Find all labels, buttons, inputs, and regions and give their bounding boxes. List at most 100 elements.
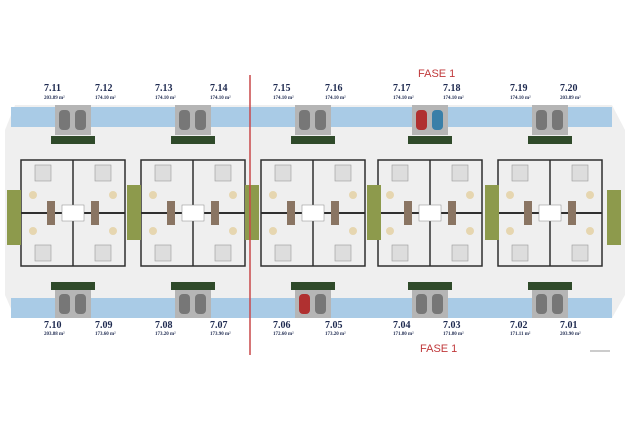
unit-area: 171.80 m² <box>443 332 464 337</box>
unit-area: 203.89 m² <box>560 96 581 101</box>
hedge <box>171 282 215 290</box>
unit-area: 173.60 m² <box>95 332 116 337</box>
hedge <box>51 282 95 290</box>
room <box>274 164 292 182</box>
table <box>109 191 117 199</box>
unit-number: 7.12 <box>95 83 113 94</box>
stair <box>91 201 99 225</box>
pool <box>11 107 55 127</box>
unit-number: 7.14 <box>210 83 228 94</box>
unit-number: 7.06 <box>273 320 291 331</box>
patio <box>181 204 205 222</box>
table <box>349 191 357 199</box>
car <box>299 294 310 314</box>
pool <box>448 107 492 127</box>
room <box>391 244 409 262</box>
pool <box>131 107 175 127</box>
stair <box>167 201 175 225</box>
room <box>571 244 589 262</box>
table <box>386 227 394 235</box>
table <box>586 227 594 235</box>
pool <box>251 298 295 318</box>
unit-number: 7.10 <box>44 320 62 331</box>
car <box>416 294 427 314</box>
table <box>586 191 594 199</box>
table <box>506 227 514 235</box>
table <box>466 191 474 199</box>
table <box>506 191 514 199</box>
room <box>511 164 529 182</box>
pool <box>331 107 375 127</box>
room <box>154 244 172 262</box>
room <box>334 164 352 182</box>
unit-number: 7.17 <box>393 83 411 94</box>
unit-number: 7.20 <box>560 83 578 94</box>
phase-label-top: FASE 1 <box>418 68 456 80</box>
car <box>75 110 86 130</box>
garden-strip <box>367 185 381 240</box>
table <box>149 191 157 199</box>
unit-area: 173.20 m² <box>155 332 176 337</box>
car <box>299 110 310 130</box>
hedge <box>408 282 452 290</box>
car <box>75 294 86 314</box>
room <box>214 164 232 182</box>
table <box>269 227 277 235</box>
hedge <box>171 136 215 144</box>
table <box>29 227 37 235</box>
room <box>94 244 112 262</box>
table <box>229 191 237 199</box>
room <box>334 244 352 262</box>
unit-area: 174.10 m² <box>443 96 464 101</box>
car <box>195 294 206 314</box>
pool <box>488 107 532 127</box>
unit-number: 7.13 <box>155 83 173 94</box>
table <box>109 227 117 235</box>
car <box>536 294 547 314</box>
car <box>552 110 563 130</box>
unit-area: 203.89 m² <box>44 96 65 101</box>
hedge <box>51 136 95 144</box>
car <box>536 110 547 130</box>
unit-number: 7.04 <box>393 320 411 331</box>
car <box>552 294 563 314</box>
unit-number: 7.03 <box>443 320 461 331</box>
pool <box>331 298 375 318</box>
patio <box>418 204 442 222</box>
table <box>149 227 157 235</box>
unit-area: 174.10 m² <box>155 96 176 101</box>
car <box>432 110 443 130</box>
unit-number: 7.02 <box>510 320 528 331</box>
pool <box>251 107 295 127</box>
car <box>179 294 190 314</box>
room <box>214 244 232 262</box>
stair <box>211 201 219 225</box>
unit-area: 174.10 m² <box>325 96 346 101</box>
hedge <box>528 282 572 290</box>
hedge <box>291 136 335 144</box>
table <box>466 227 474 235</box>
stair <box>448 201 456 225</box>
stair <box>404 201 412 225</box>
patio <box>61 204 85 222</box>
table <box>29 191 37 199</box>
car <box>195 110 206 130</box>
pool <box>211 298 255 318</box>
stair <box>524 201 532 225</box>
car <box>59 294 70 314</box>
unit-number: 7.11 <box>44 83 61 94</box>
garden-strip <box>127 185 141 240</box>
unit-number: 7.08 <box>155 320 173 331</box>
room <box>34 164 52 182</box>
room <box>451 164 469 182</box>
pool <box>11 298 55 318</box>
stair <box>287 201 295 225</box>
unit-area: 172.60 m² <box>273 332 294 337</box>
room <box>511 244 529 262</box>
pool <box>368 298 412 318</box>
car <box>432 294 443 314</box>
unit-area: 203.90 m² <box>560 332 581 337</box>
room <box>34 244 52 262</box>
room <box>391 164 409 182</box>
